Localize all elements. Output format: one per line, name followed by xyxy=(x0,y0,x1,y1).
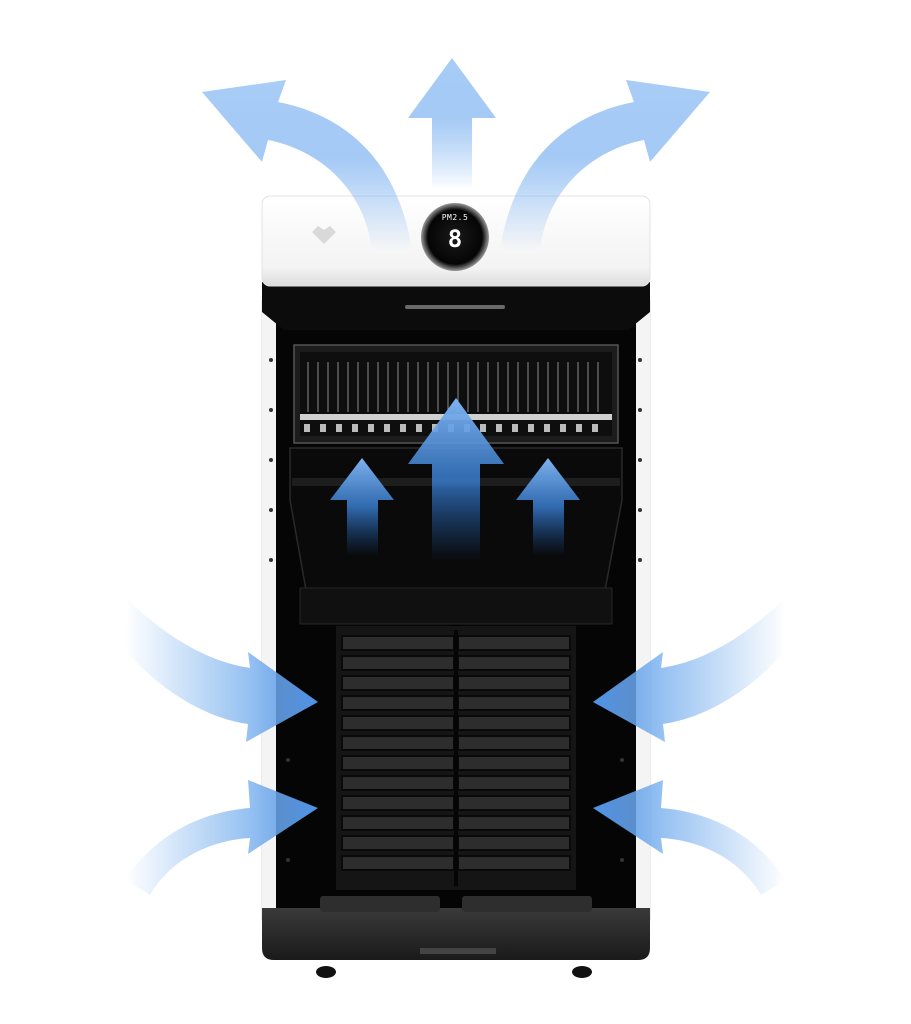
brand-logo-icon xyxy=(312,226,336,244)
pm25-value: 8 xyxy=(447,225,463,253)
top-cap xyxy=(261,195,651,287)
pm25-label: PM2.5 xyxy=(441,213,469,222)
display-dial xyxy=(421,203,489,271)
purifier-base xyxy=(262,896,650,978)
fan-blower xyxy=(336,626,576,890)
airflow-arrow-icon xyxy=(125,58,786,895)
